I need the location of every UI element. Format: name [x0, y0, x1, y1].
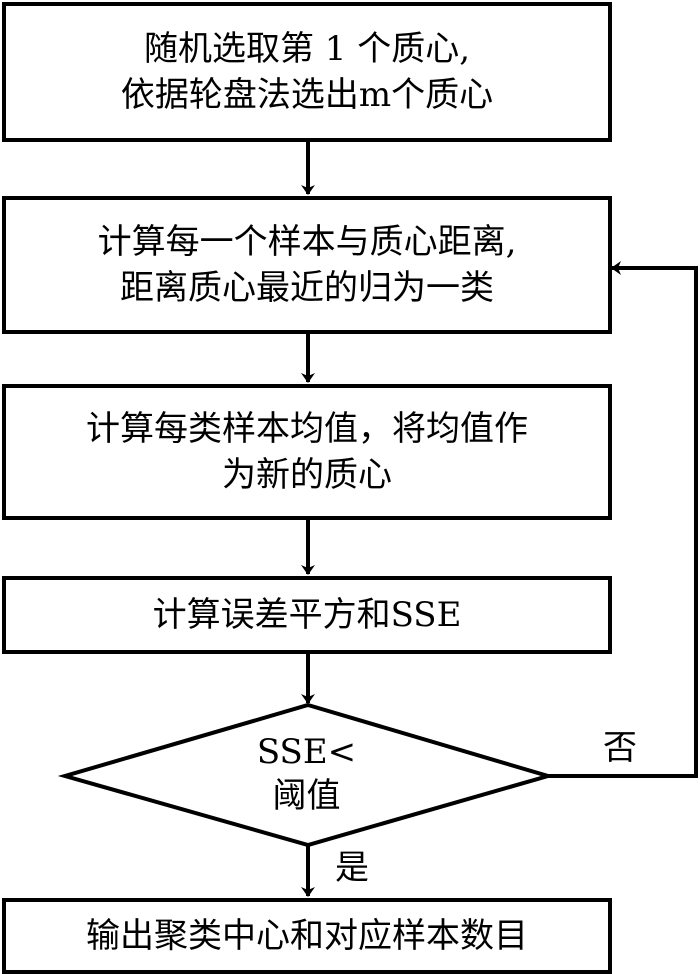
- step-assign-line-1: 计算每一个样本与质心距离,: [97, 222, 517, 262]
- step-assign-line-2: 距离质心最近的归为一类: [120, 268, 494, 308]
- step-update-box: 计算每类样本均值，将均值作 为新的质心: [2, 384, 612, 520]
- decision-text: SSE< 阈值: [65, 730, 548, 818]
- edge-label-yes: 是: [335, 848, 369, 888]
- step-output-line-1: 输出聚类中心和对应样本数目: [86, 916, 528, 956]
- step-assign-box: 计算每一个样本与质心距离, 距离质心最近的归为一类: [2, 196, 612, 334]
- decision-line-2: 阈值: [272, 776, 341, 816]
- step-sse-box: 计算误差平方和SSE: [2, 576, 612, 654]
- decision-line-1: SSE<: [256, 732, 357, 772]
- arrow-no-feedback: [548, 261, 698, 778]
- step-init-box: 随机选取第 1 个质心, 依据轮盘法选出m个质心: [2, 2, 612, 142]
- step-init-line-2: 依据轮盘法选出m个质心: [120, 75, 494, 115]
- step-sse-line-1: 计算误差平方和SSE: [152, 595, 462, 635]
- step-update-line-1: 计算每类样本均值，将均值作: [86, 409, 528, 449]
- step-init-line-1: 随机选取第 1 个质心,: [143, 29, 471, 69]
- decision-diamond: [57, 702, 556, 848]
- step-update-line-2: 为新的质心: [222, 455, 392, 495]
- edge-label-no: 否: [603, 728, 637, 768]
- step-output-box: 输出聚类中心和对应样本数目: [2, 898, 612, 974]
